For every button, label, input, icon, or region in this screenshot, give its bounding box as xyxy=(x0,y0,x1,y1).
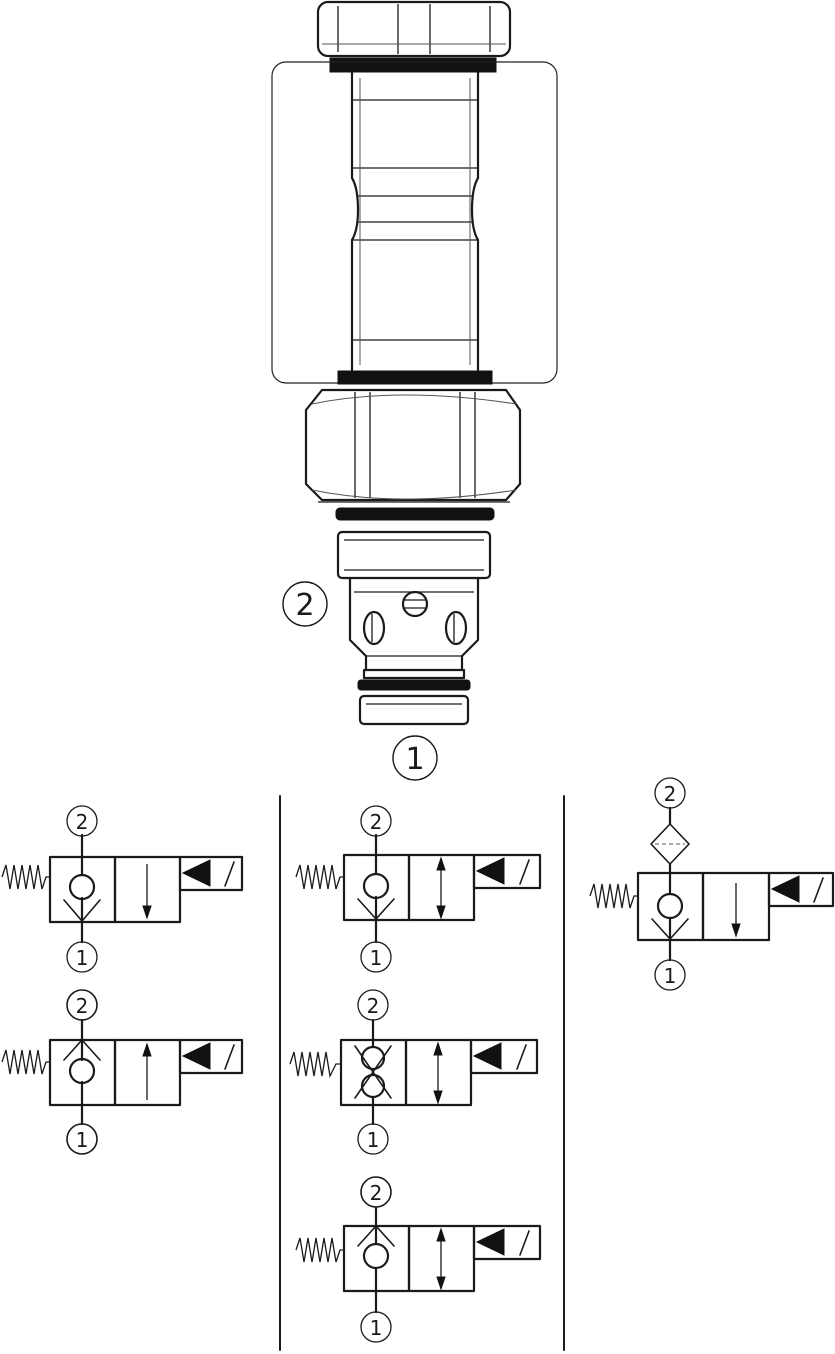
symbol-f-port-bottom: 1 xyxy=(664,964,677,988)
cartridge-port-2-callout: 2 xyxy=(282,581,328,627)
symbol-e-port-top: 2 xyxy=(370,1181,383,1205)
cartridge-port-1-callout: 1 xyxy=(392,735,438,781)
symbol-c-port-top: 2 xyxy=(370,810,383,834)
lower-body xyxy=(336,530,492,726)
cartridge-port-2-label: 2 xyxy=(295,588,314,623)
armature-tube xyxy=(337,70,493,385)
cartridge-port-1-label: 1 xyxy=(405,742,424,777)
body-hex xyxy=(304,388,522,521)
symbol-a-port-bottom: 1 xyxy=(76,946,89,970)
symbol-f: 2 1 xyxy=(589,777,835,991)
symbol-d-port-bottom: 1 xyxy=(367,1128,380,1152)
symbol-d-port-top: 2 xyxy=(367,994,380,1018)
cartridge-valve-drawing: 2 1 xyxy=(271,0,558,781)
symbol-b: 2 1 xyxy=(1,989,244,1155)
symbol-e-port-bottom: 1 xyxy=(370,1316,383,1340)
symbol-a-port-top: 2 xyxy=(76,810,89,834)
symbol-a: 2 1 xyxy=(1,805,244,973)
symbol-f-port-top: 2 xyxy=(664,782,677,806)
symbol-b-port-bottom: 1 xyxy=(76,1128,89,1152)
symbol-b-port-top: 2 xyxy=(76,994,89,1018)
symbol-c: 2 1 xyxy=(295,805,542,973)
symbol-e: 2 1 xyxy=(295,1176,542,1343)
symbol-d: 2 1 xyxy=(289,989,539,1155)
symbol-c-port-bottom: 1 xyxy=(370,946,383,970)
